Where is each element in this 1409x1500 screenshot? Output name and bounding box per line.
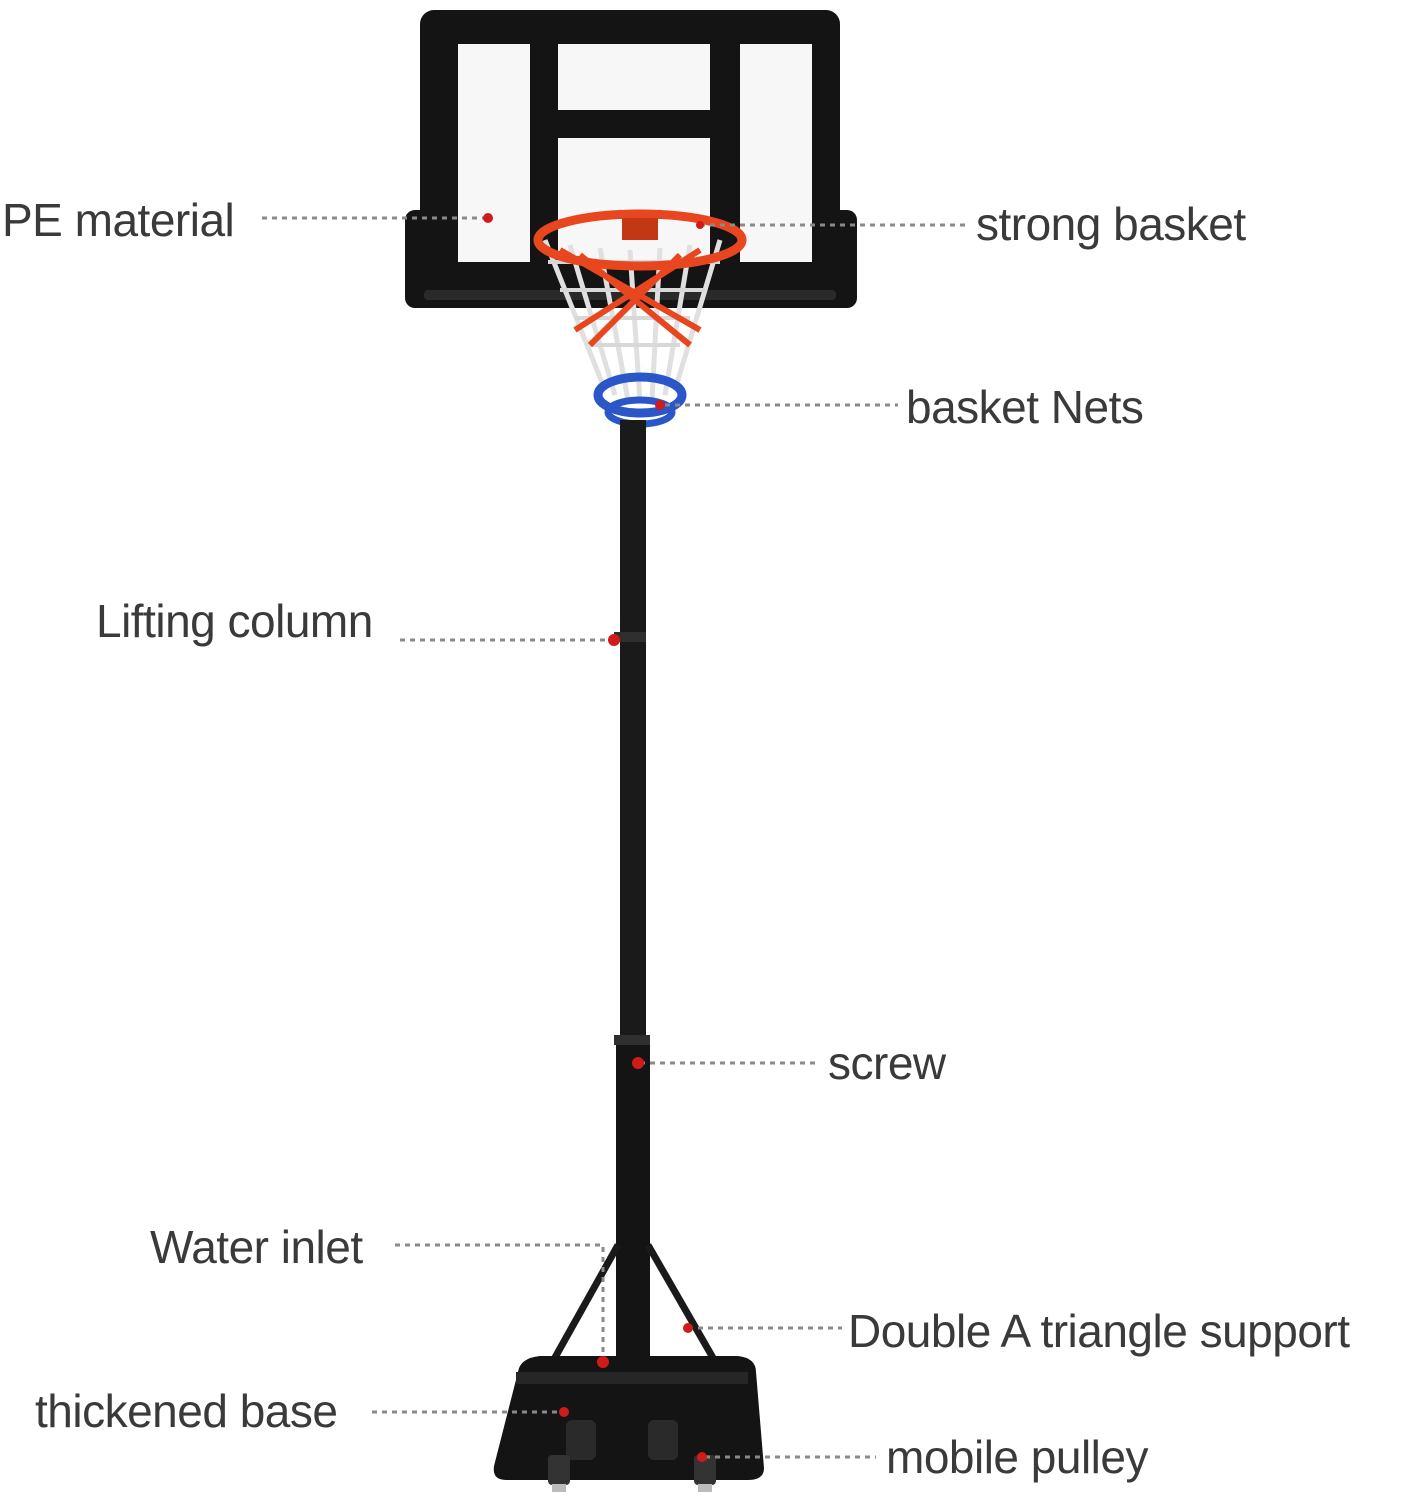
markers [483, 213, 707, 1462]
backboard-panel-left [458, 44, 530, 262]
marker-screw [632, 1057, 644, 1069]
label-mobile-pulley: mobile pulley [886, 1431, 1148, 1483]
label-lifting-column: Lifting column [96, 595, 373, 647]
marker-water-inlet [597, 1356, 609, 1368]
basket-rim [533, 209, 747, 271]
label-basket-nets: basket Nets [906, 381, 1144, 433]
marker-strong-basket [696, 221, 704, 229]
label-screw: screw [828, 1037, 946, 1089]
label-water-inlet: Water inlet [150, 1221, 363, 1273]
backboard-panel-center [558, 138, 710, 262]
backboard [405, 10, 857, 308]
marker-mobile-pulley [697, 1452, 707, 1462]
marker-lifting-column [608, 634, 620, 646]
marker-basket-nets [655, 400, 665, 410]
lifting-column [614, 420, 650, 1395]
marker-triangle-support [683, 1323, 693, 1333]
marker-thickened-base [559, 1407, 569, 1417]
thickened-base [493, 1356, 764, 1492]
backboard-panel-top [558, 44, 710, 110]
wheel-left [548, 1455, 570, 1485]
leader-lines [262, 216, 970, 1459]
label-thickened-base: thickened base [35, 1385, 338, 1437]
label-triangle-support: Double A triangle support [848, 1305, 1350, 1357]
wheel-right [694, 1455, 716, 1485]
backboard-panel-right [740, 44, 812, 262]
label-strong-basket: strong basket [976, 198, 1246, 250]
label-pe-material: PE material [2, 194, 235, 246]
triangle-support [544, 1243, 724, 1372]
marker-pe-material [483, 213, 493, 223]
